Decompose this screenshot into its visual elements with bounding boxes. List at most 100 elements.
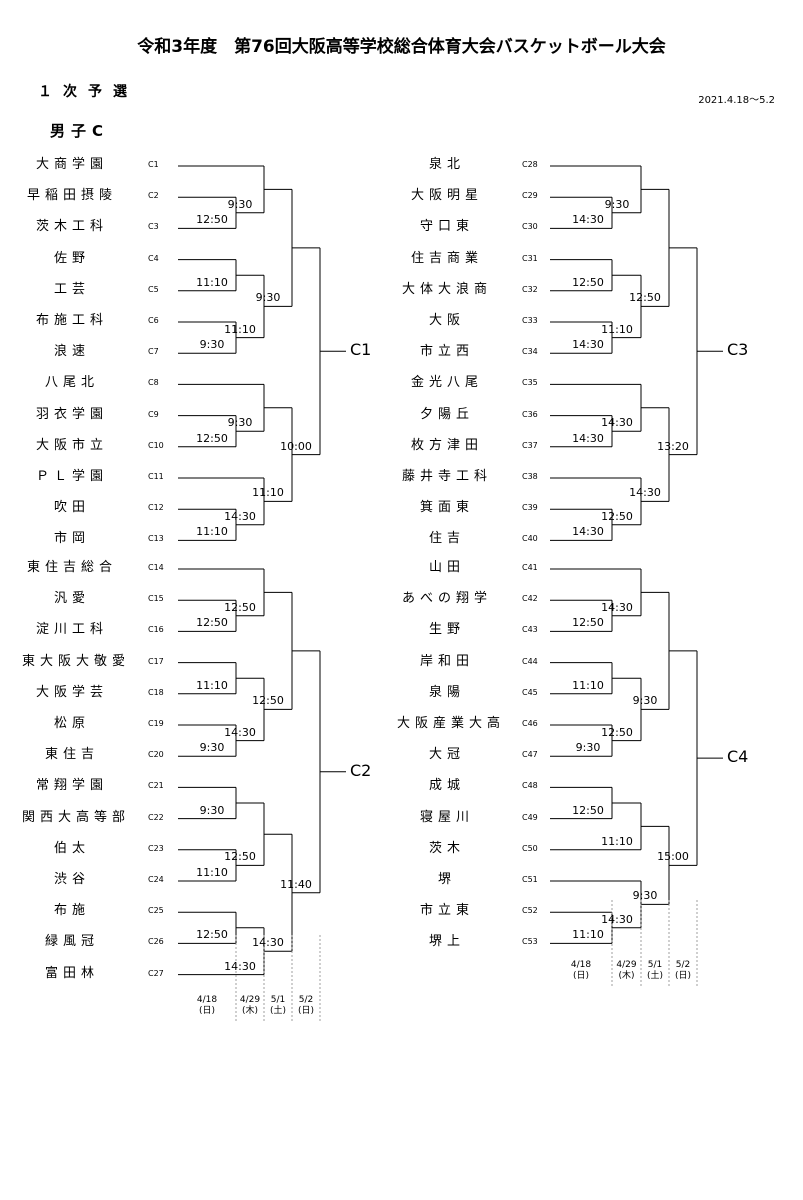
team-name: 成城 <box>428 778 465 794</box>
team-name: 山田 <box>428 560 465 575</box>
team-code: C28 <box>522 160 538 169</box>
team-code: C18 <box>148 687 164 697</box>
team-name: 茨木 <box>428 840 465 856</box>
round-date: 5/2 <box>298 995 314 1005</box>
match-time: 12:50 <box>601 509 633 523</box>
team-name: 伯太 <box>53 840 90 856</box>
team-code: C41 <box>522 563 538 572</box>
team-name: 大阪学芸 <box>35 684 108 700</box>
team-code: C19 <box>148 719 164 728</box>
team-code: C21 <box>148 781 164 791</box>
team-code: C50 <box>522 843 538 853</box>
team-name: 泉陽 <box>428 684 465 700</box>
team-name: 大阪産業大高 <box>397 716 506 731</box>
match-time: 14:30 <box>572 338 604 352</box>
round-date: 4/18 <box>196 995 218 1005</box>
round-date: 5/1 <box>647 960 663 970</box>
team-code: C24 <box>148 875 164 884</box>
team-code: C53 <box>522 937 538 947</box>
bracket-winner-label: C3 <box>727 340 749 360</box>
team-name: 八尾北 <box>44 375 99 391</box>
team-name: 守口東 <box>419 219 474 235</box>
team-code: C7 <box>148 347 159 357</box>
team-code: C12 <box>148 503 164 513</box>
match-time: 14:30 <box>572 525 604 539</box>
team-code: C20 <box>148 750 164 760</box>
team-code: C34 <box>522 347 538 357</box>
bracket-winner-label: C4 <box>727 747 749 767</box>
bracket-winner-label: C2 <box>350 760 372 780</box>
team-name: 工芸 <box>53 281 90 297</box>
team-name: 佐野 <box>53 250 90 266</box>
match-time: 9:30 <box>604 197 630 211</box>
round-date: 5/2 <box>675 960 691 970</box>
team-name: 生野 <box>428 622 465 638</box>
team-code: C27 <box>148 968 164 978</box>
match-time: 11:10 <box>572 678 604 692</box>
match-time: 12:50 <box>224 600 256 614</box>
team-code: C25 <box>148 906 164 916</box>
round-day: (木) <box>241 1006 259 1016</box>
team-name: 大阪 <box>428 313 465 328</box>
team-code: C32 <box>522 284 538 294</box>
team-code: C44 <box>522 656 538 666</box>
team-code: C40 <box>522 534 538 544</box>
team-code: C3 <box>148 222 159 232</box>
match-time: 11:40 <box>280 877 312 891</box>
team-name: 金光八尾 <box>410 375 483 391</box>
match-time: 11:10 <box>196 275 228 289</box>
round-day: (日) <box>297 1006 315 1016</box>
round-date: 4/29 <box>616 960 637 970</box>
round-date: 4/18 <box>570 960 592 970</box>
team-code: C51 <box>522 875 538 884</box>
team-code: C46 <box>522 719 538 728</box>
team-name: 枚方津田 <box>410 437 483 453</box>
team-code: C48 <box>522 781 538 791</box>
match-time: 9:30 <box>199 741 225 755</box>
match-time: 14:30 <box>601 912 633 926</box>
team-code: C13 <box>148 534 164 544</box>
match-time: 12:50 <box>196 213 228 227</box>
match-time: 11:10 <box>601 834 633 848</box>
match-time: 14:30 <box>572 431 604 445</box>
team-name: 布施工科 <box>35 313 108 328</box>
team-name: ＰＬ学園 <box>35 469 108 484</box>
team-code: C11 <box>148 472 164 481</box>
match-time: 12:50 <box>196 431 228 445</box>
match-time: 13:20 <box>657 439 689 453</box>
team-name: 藤井寺工科 <box>401 469 492 484</box>
match-time: 12:50 <box>252 694 284 708</box>
match-time: 12:50 <box>572 275 604 289</box>
round-date: 4/29 <box>239 995 261 1005</box>
match-time: 14:30 <box>629 486 661 500</box>
team-name: 住吉 <box>428 531 465 547</box>
team-name: 東住吉 <box>44 747 99 763</box>
team-name: あべの翔学 <box>401 591 492 607</box>
match-time: 9:30 <box>575 741 601 755</box>
match-time: 12:50 <box>224 850 256 864</box>
team-name: 市立東 <box>419 903 474 919</box>
match-time: 12:50 <box>196 928 228 942</box>
team-name: 渋谷 <box>53 872 90 887</box>
team-name: 汎愛 <box>53 591 90 607</box>
team-name: 大商学園 <box>35 157 108 172</box>
team-name: 岸和田 <box>419 653 474 669</box>
match-time: 9:30 <box>227 197 253 211</box>
round-subtitle: １次予選 <box>38 84 138 100</box>
team-code: C31 <box>522 253 538 263</box>
team-code: C45 <box>522 687 538 697</box>
team-code: C22 <box>148 812 164 822</box>
match-time: 9:30 <box>199 338 225 352</box>
match-time: 11:10 <box>196 678 228 692</box>
team-name: 松原 <box>53 716 90 731</box>
match-time: 14:30 <box>252 936 284 950</box>
team-name: 緑風冠 <box>44 934 99 950</box>
round-day: (土) <box>269 1006 287 1016</box>
team-name: 箕面東 <box>419 500 474 516</box>
match-time: 9:30 <box>632 889 658 903</box>
team-code: C35 <box>522 378 538 388</box>
team-code: C26 <box>148 937 164 947</box>
team-code: C17 <box>148 656 164 666</box>
team-code: C10 <box>148 440 164 450</box>
match-time: 9:30 <box>632 694 658 708</box>
